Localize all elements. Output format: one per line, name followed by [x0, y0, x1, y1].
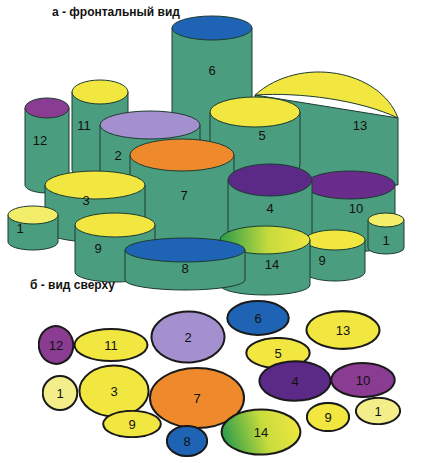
flowerbed-section: 3: [78, 364, 150, 418]
section-number: 9: [324, 410, 331, 425]
section-number: 14: [254, 425, 268, 440]
flowerbed-section: 4: [258, 360, 332, 402]
callout-number: 9: [94, 242, 101, 255]
callout-number: 9: [318, 254, 325, 267]
callout-number: 7: [180, 189, 187, 202]
flowerbed-section: 9: [306, 402, 350, 432]
flowerbed-section: 13: [305, 310, 381, 350]
callout-number: 14: [265, 258, 279, 271]
flowerbed-section: 1: [42, 375, 78, 411]
callout-number: 13: [353, 119, 367, 132]
callout-number: 10: [349, 202, 363, 215]
callout-number: 2: [114, 149, 121, 162]
callout-number: 12: [33, 134, 47, 147]
section-number: 2: [184, 330, 191, 345]
flowerbed-section: 12: [38, 325, 74, 365]
callout-number: 8: [181, 262, 188, 275]
callout-number: 1: [16, 222, 23, 235]
section-number: 10: [356, 373, 370, 388]
section-number: 11: [104, 338, 118, 353]
flowerbed-section: 6: [226, 300, 290, 336]
callout-number: 11: [77, 119, 91, 132]
section-number: 12: [49, 338, 63, 353]
section-number: 9: [128, 417, 135, 432]
flowerbed-section: 1: [355, 397, 401, 425]
callout-number: 3: [82, 194, 89, 207]
section-number: 4: [291, 374, 298, 389]
callout-number: 5: [258, 129, 265, 142]
flowerbed-section: 11: [73, 328, 149, 362]
section-number: 1: [374, 404, 381, 419]
flowerbed-section: 8: [166, 425, 208, 457]
section-number: 13: [336, 323, 350, 338]
view-heading: б - вид сверху: [30, 279, 115, 291]
callout-number: 1: [382, 234, 389, 247]
section-number: 6: [254, 311, 261, 326]
section-number: 1: [56, 386, 63, 401]
section-number: 8: [183, 434, 190, 449]
section-number: 3: [110, 384, 117, 399]
callout-number: 4: [266, 202, 273, 215]
view-heading: а - фронтальный вид: [52, 6, 180, 18]
flowerbed-section: 10: [330, 362, 396, 398]
flowerbed-section: 2: [150, 310, 226, 364]
callout-number: 6: [208, 64, 215, 77]
section-number: 5: [274, 346, 281, 361]
section-number: 7: [193, 391, 200, 406]
flowerbed-section: 14: [220, 408, 302, 456]
flowerbed-section: 9: [102, 410, 162, 438]
